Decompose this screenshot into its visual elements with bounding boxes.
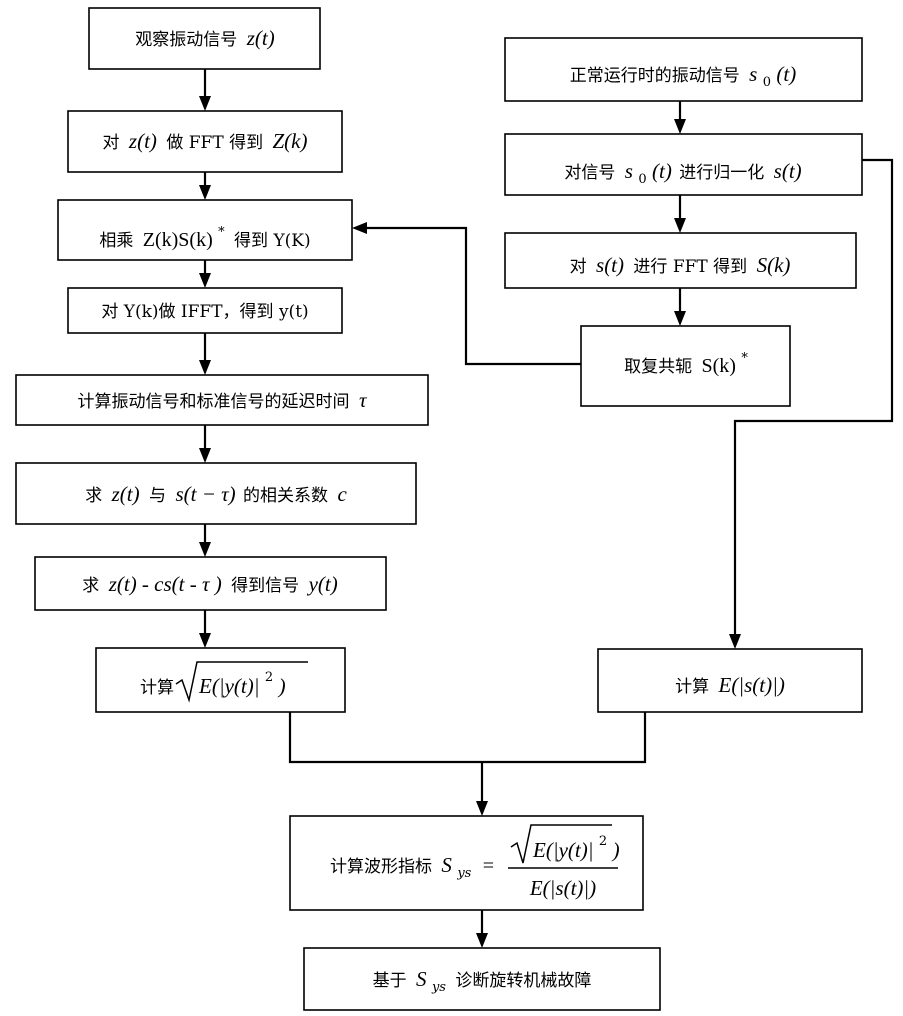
arrow-head xyxy=(199,542,211,557)
node-fft-s: 对 s(t) 进行 FFT 得到 S(k) xyxy=(505,233,856,288)
svg-text:E(|s(t)|): E(|s(t)|) xyxy=(529,876,596,900)
node-waveform-index: 计算波形指标 S ys = E(|y(t)| 2 ) E(|s(t)|) xyxy=(290,816,643,910)
svg-text:计算振动信号和标准信号的延迟时间 τ: 计算振动信号和标准信号的延迟时间 τ xyxy=(78,388,368,412)
node-correlation: 求 z(t) 与 s(t − τ) 的相关系数 c xyxy=(16,463,416,524)
node-label: 观察振动信号 xyxy=(135,30,237,50)
svg-text:求 z(t) - cs(t - τ ): 求 z(t) - cs(t - τ ) 得到信号 y(t) xyxy=(82,572,337,596)
arrow-head xyxy=(674,311,686,326)
svg-text:观察振动信号 z(t): 观察振动信号 z(t) xyxy=(135,26,274,50)
node-rms: 计算 E(|y(t)| 2 ) xyxy=(96,648,345,712)
arrow-head xyxy=(199,448,211,463)
svg-text:对 s(t) 进行 FFT 得到: 对 s(t) 进行 FFT 得到 S(k) xyxy=(570,253,791,277)
node-delay: 计算振动信号和标准信号的延迟时间 τ xyxy=(16,375,428,425)
math-var: z(t) xyxy=(246,26,275,50)
node-residual: 求 z(t) - cs(t - τ ) 得到信号 y(t) xyxy=(35,557,386,610)
svg-text:计算: 计算 xyxy=(140,678,174,698)
node-normalize: 对信号 s 0 (t) 进行归一化 s(t) xyxy=(505,134,862,195)
svg-text:求 z(t) 与 s(t: 求 z(t) 与 s(t − τ) 的相关系数 c xyxy=(85,482,347,506)
arrow-head xyxy=(729,634,741,649)
node-multiply: 相乘 Z(k)S(k) * 得到 Y(K) xyxy=(58,200,352,260)
arrow-head xyxy=(199,273,211,288)
node-observe-signal: 观察振动信号 z(t) xyxy=(89,8,320,69)
node-fft-z: 对 z(t) 做 FFT 得到 Z(k) xyxy=(68,111,342,172)
arrow-head xyxy=(476,933,488,948)
arrow-head xyxy=(199,96,211,111)
arrow-head xyxy=(199,633,211,648)
node-conjugate: 取复共轭 S(k) * xyxy=(581,326,790,406)
edge-merge xyxy=(290,712,645,762)
svg-text:对 z(t) 做 FFT 得到: 对 z(t) 做 FFT 得到 Z(k) xyxy=(103,129,308,153)
arrow-head xyxy=(199,360,211,375)
arrow-head xyxy=(674,119,686,134)
svg-text:对 Y(k)做 IFFT，得到 y(t): 对 Y(k)做 IFFT，得到 y(t) xyxy=(101,302,308,322)
svg-text:计算 E(|s(t)|): 计算 E(|s(t)|) xyxy=(675,673,785,697)
node-diagnose: 基于 S ys 诊断旋转机械故障 xyxy=(304,948,660,1010)
node-ifft: 对 Y(k)做 IFFT，得到 y(t) xyxy=(68,288,342,333)
arrow-head xyxy=(476,801,488,816)
arrow-head xyxy=(674,218,686,233)
arrow-head xyxy=(199,185,211,200)
arrow-head xyxy=(352,222,367,234)
node-mean-abs: 计算 E(|s(t)|) xyxy=(598,649,862,712)
node-normal-signal: 正常运行时的振动信号 s 0 (t) xyxy=(505,38,862,101)
